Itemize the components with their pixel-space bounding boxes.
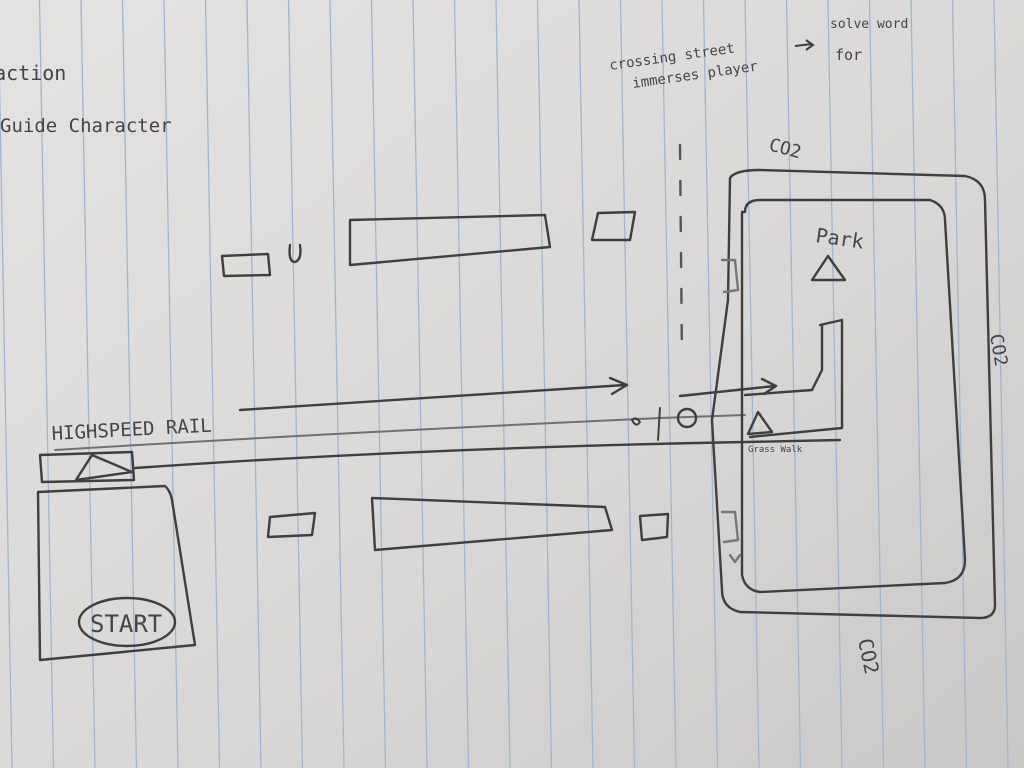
building-long-top (348, 213, 552, 267)
label-grass-walk: Grass Walk (748, 445, 803, 455)
park-outer-boundary (710, 168, 997, 620)
station-mark (631, 407, 661, 441)
grass-walk-triangle-icon (746, 410, 774, 436)
note-for: for (835, 46, 862, 64)
ruled-line (287, 0, 304, 768)
ruled-line (536, 0, 553, 768)
train-car (38, 450, 136, 484)
ruled-line (453, 0, 470, 768)
ruled-line (38, 0, 55, 768)
arrow-to-solve (794, 39, 815, 51)
station-circle-icon (676, 407, 698, 429)
arrow-street (678, 377, 778, 398)
building-small-bottom-left (266, 511, 317, 539)
marker-u (288, 243, 302, 264)
ruled-line (578, 0, 594, 768)
park-path (743, 318, 844, 439)
building-small-top-left (220, 252, 272, 278)
ruled-line (163, 0, 179, 768)
note-traction: traction (0, 61, 66, 85)
building-long-bottom (370, 496, 614, 552)
ruled-line (370, 0, 387, 768)
park-triangle-icon (810, 254, 847, 282)
park-gate-bottom (720, 510, 742, 564)
start-oval (77, 596, 177, 648)
arrow-rail (238, 376, 629, 412)
ruled-line (993, 0, 1009, 768)
ruled-line (204, 0, 221, 768)
ruled-line (0, 74, 13, 768)
ruled-line (702, 0, 719, 768)
ruled-line (868, 0, 885, 768)
ruled-line (951, 0, 968, 768)
train-triangle (74, 453, 134, 482)
ruled-line (329, 0, 345, 768)
park-gate-top (720, 258, 740, 294)
ruled-line (412, 0, 428, 768)
note-guide-character: Guide Character (0, 115, 172, 137)
ruled-line (246, 0, 262, 768)
park-inner-boundary (740, 198, 967, 594)
ruled-line (495, 0, 511, 768)
ruled-line (827, 0, 843, 768)
street-crossing-dashes (678, 143, 684, 362)
rail-line-bottom (133, 438, 842, 470)
note-solve: solve word (830, 17, 908, 32)
start-area-box (36, 484, 197, 662)
rail-line-top (54, 414, 746, 451)
ruled-line (744, 0, 760, 768)
ruled-line (785, 0, 802, 768)
ruled-line (661, 0, 677, 768)
label-start: START (90, 610, 162, 638)
building-small-top-right (590, 210, 637, 242)
building-small-bottom-right (638, 512, 670, 542)
ruled-line (121, 0, 138, 768)
ruled-line (910, 0, 926, 768)
